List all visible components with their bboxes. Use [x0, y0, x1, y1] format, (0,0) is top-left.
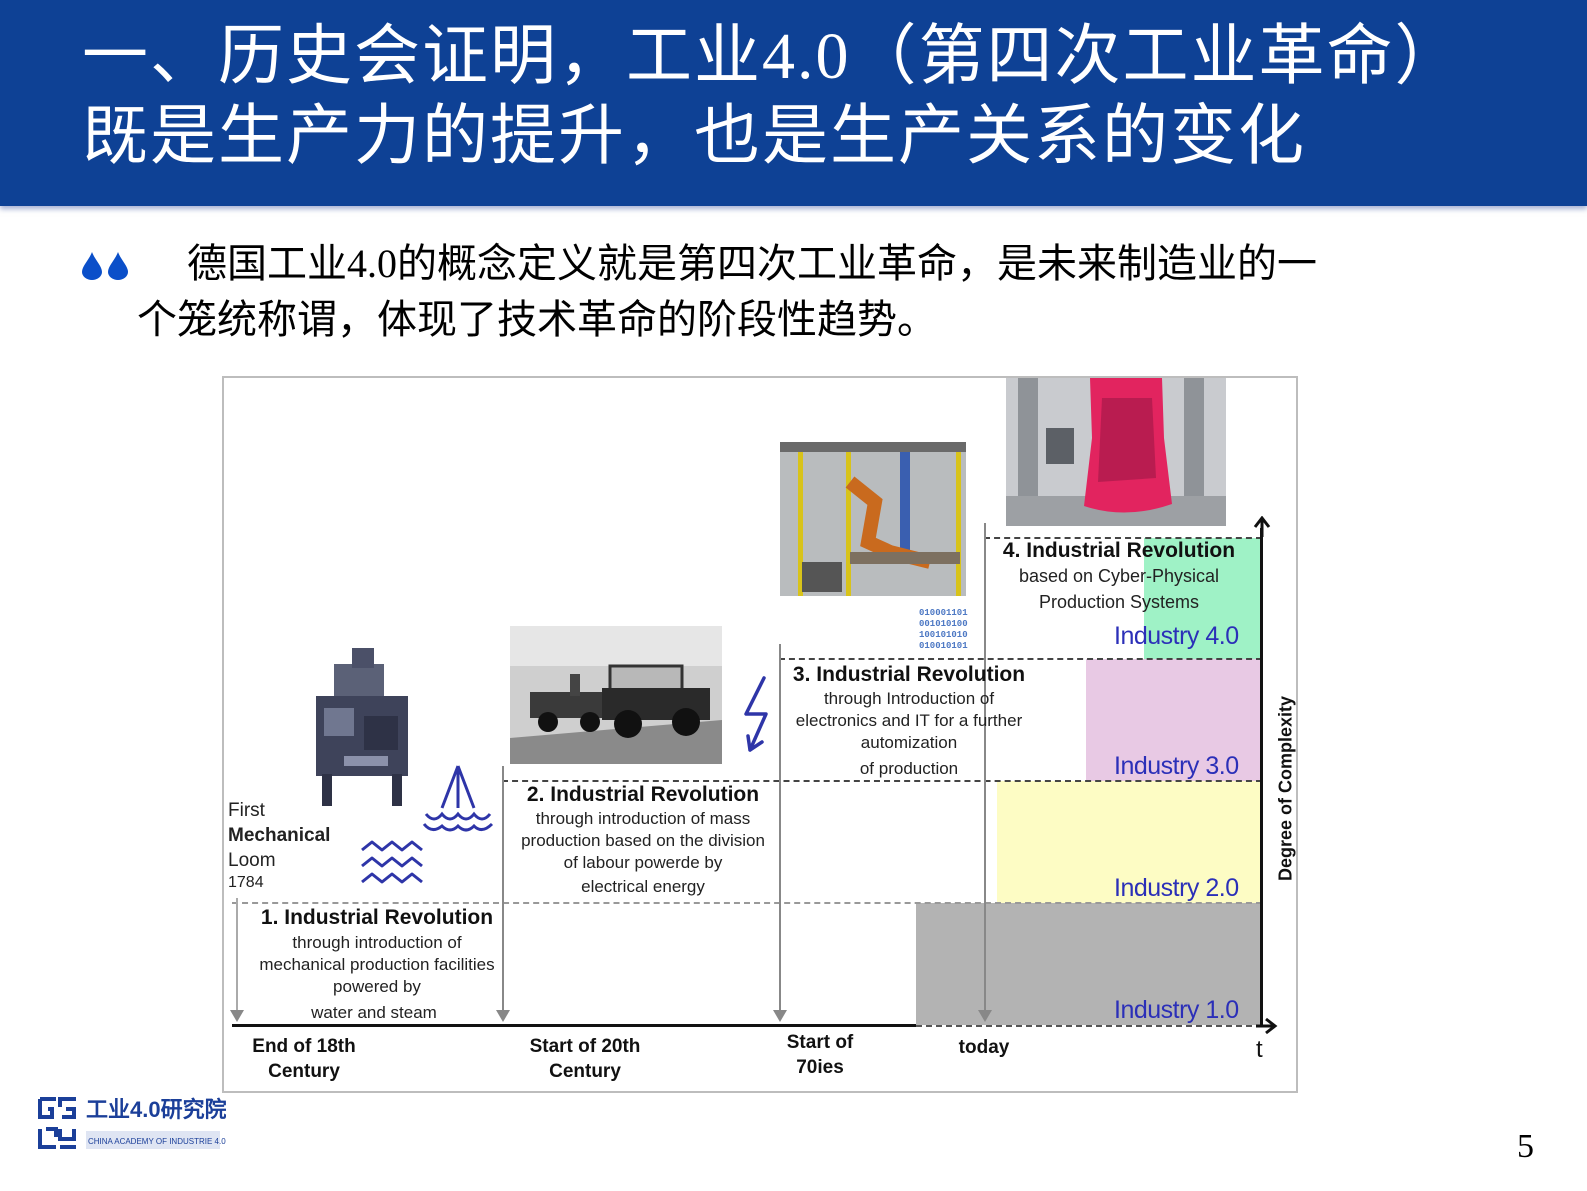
binary-line-2: 001010100	[919, 619, 968, 629]
industry-4-label: Industry 4.0	[1114, 622, 1239, 650]
first-loom-line-2: Mechanical	[228, 825, 331, 846]
revolution-3-desc-1: through Introduction of	[823, 689, 995, 708]
water-waves-icon	[361, 840, 423, 884]
marker-line-4	[984, 523, 986, 1014]
industry-3-band	[1086, 659, 1262, 781]
academy-logo: 工业4.0研究院 CHINA ACADEMY OF INDUSTRIE 4.0	[38, 1097, 226, 1149]
mechanical-loom-photo	[316, 648, 408, 806]
revolution-2-desc-4: electrical energy	[581, 877, 705, 896]
first-loom-line-3: Loom	[228, 850, 276, 871]
y-axis-arrow-icon	[1253, 516, 1271, 537]
timeline-label-2-line-2: Century	[549, 1061, 621, 1082]
marker-line-2	[502, 766, 504, 1014]
revolution-1-desc-2: mechanical production facilities	[259, 955, 495, 974]
steam-icon	[422, 765, 494, 832]
marker-line-1	[236, 898, 238, 1014]
page-number: 5	[1517, 1128, 1534, 1165]
assembly-line-cars-photo	[510, 626, 722, 764]
marker-arrow-4	[978, 1010, 992, 1022]
lightning-bolt-icon	[744, 676, 768, 752]
timeline-label-3: Start of 70ies	[760, 1030, 880, 1080]
revolution-3-desc-4: of production	[859, 759, 959, 778]
binary-line-3: 100101010	[919, 630, 968, 640]
first-loom-year: 1784	[228, 874, 264, 891]
timeline-label-3-line-2: 70ies	[796, 1057, 844, 1078]
x-axis-label: t	[1256, 1036, 1263, 1063]
y-axis-label: Degree of Complexity	[1275, 695, 1296, 882]
y-axis	[1260, 528, 1263, 1026]
industry-1-band	[916, 903, 1262, 1025]
marker-arrow-1	[230, 1010, 244, 1022]
revolution-2-desc-1: through introduction of mass	[535, 809, 751, 828]
level-4-line	[984, 537, 1262, 539]
revolution-1-desc-4: water and steam	[311, 1003, 437, 1022]
timeline-label-4-line-1: today	[958, 1037, 1010, 1058]
body-text-line-1: 德国工业4.0的概念定义就是第四次工业革命，是未来制造业的一	[187, 241, 1317, 286]
timeline-label-2: Start of 20th Century	[515, 1034, 655, 1084]
level-1-line	[232, 902, 1262, 904]
revolution-2-title: 2. Industrial Revolution	[526, 783, 760, 806]
x-axis	[232, 1024, 916, 1027]
revolution-3-desc-3: automization	[860, 733, 958, 752]
slide-title-line-1: 一、历史会证明，工业4.0（第四次工业革命）	[82, 20, 1463, 93]
revolution-1-desc-3: powered by	[333, 977, 421, 996]
revolution-3-title: 3. Industrial Revolution	[792, 663, 1026, 686]
binary-digits: 010001101 001010100 100101010 010010101	[919, 608, 968, 652]
timeline-label-1: End of 18th Century	[234, 1034, 374, 1084]
first-loom-line-1: First	[228, 800, 265, 821]
timeline-label-3-line-1: Start of	[786, 1032, 854, 1053]
revolution-2-desc-3: of labour powerde by	[563, 853, 723, 872]
marker-line-3	[779, 644, 781, 1014]
industrial-robot-cell-photo	[780, 442, 966, 596]
timeline-label-1-line-2: Century	[268, 1061, 340, 1082]
level-3-line	[779, 658, 1262, 660]
timeline-label-1-line-1: End of 18th	[252, 1036, 356, 1057]
slide-header: 一、历史会证明，工业4.0（第四次工业革命） 既是生产力的提升，也是生产关系的变…	[0, 0, 1587, 206]
industry-3-label: Industry 3.0	[1114, 752, 1239, 780]
revolution-1-title: 1. Industrial Revolution	[260, 906, 494, 929]
body-text-line-2: 个笼统称谓，体现了技术革命的阶段性趋势。	[137, 297, 937, 342]
logo-cn-text: 工业4.0研究院	[86, 1097, 226, 1122]
industry-revolution-diagram: Degree of Complexity t Industry 1.0 Indu…	[222, 376, 1298, 1093]
industry-2-label: Industry 2.0	[1114, 874, 1239, 902]
revolution-2-desc-2: production based on the division	[521, 831, 765, 850]
slide-title-line-2: 既是生产力的提升，也是生产关系的变化	[82, 100, 1306, 173]
first-loom-caption: First Mechanical Loom 1784	[228, 798, 330, 893]
cyber-physical-pink-bag-photo	[1006, 378, 1226, 526]
logo-en-text: CHINA ACADEMY OF INDUSTRIE 4.0	[88, 1137, 226, 1146]
industry-4-band	[1144, 538, 1262, 659]
water-drop-icon	[82, 252, 128, 280]
level-2-line	[502, 780, 1262, 782]
revolution-1-desc-1: through introduction of	[292, 933, 462, 952]
binary-line-1: 010001101	[919, 608, 968, 618]
revolution-4-desc-2: Production Systems	[1038, 592, 1200, 612]
binary-line-4: 010010101	[919, 641, 968, 651]
timeline-label-4: today	[924, 1035, 1044, 1060]
revolution-3-desc-2: electronics and IT for a further	[795, 711, 1023, 730]
industry-2-band	[997, 781, 1262, 903]
revolution-4-title: 4. Industrial Revolution	[1002, 539, 1236, 562]
marker-arrow-3	[773, 1010, 787, 1022]
revolution-4-desc-1: based on Cyber-Physical	[1018, 566, 1220, 586]
marker-arrow-2	[496, 1010, 510, 1022]
industry-1-base-dash	[916, 1025, 1262, 1027]
timeline-label-2-line-1: Start of 20th	[529, 1036, 641, 1057]
industry-1-label: Industry 1.0	[1114, 996, 1239, 1024]
x-axis-arrow-icon	[1256, 1017, 1278, 1035]
